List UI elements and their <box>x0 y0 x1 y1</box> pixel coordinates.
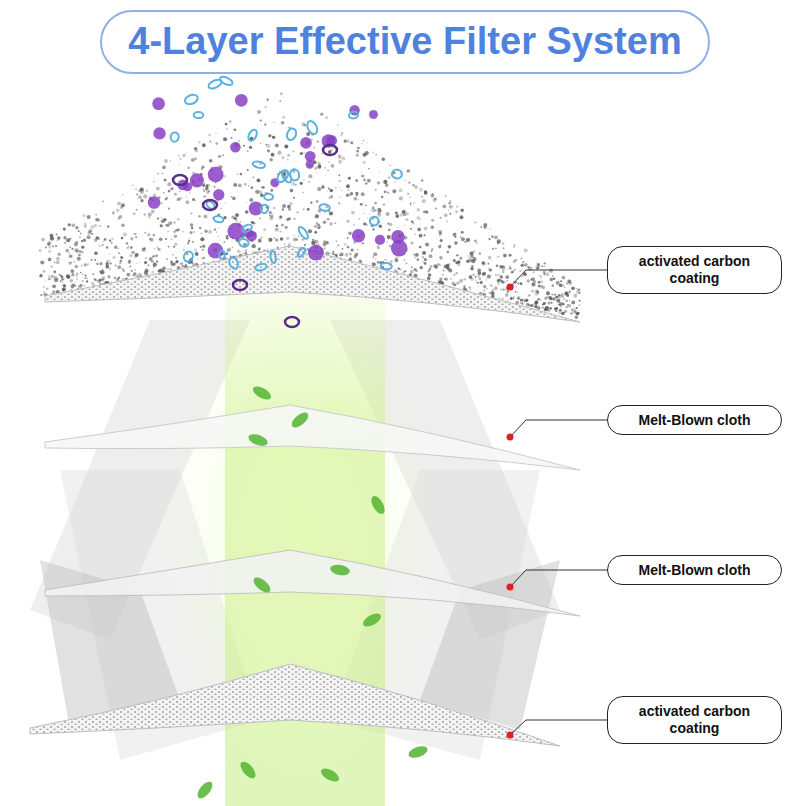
callout-label: Melt-Blown cloth <box>620 562 769 579</box>
title-box: 4-Layer Effective Filter System <box>100 10 709 74</box>
callout-box: activated carbon coating <box>607 696 782 744</box>
leaves <box>195 384 429 801</box>
filter-layer <box>45 550 580 616</box>
leader-lines <box>510 270 607 735</box>
callout-label: activated carbon coating <box>620 703 769 737</box>
particles <box>148 75 408 327</box>
title-text: 4-Layer Effective Filter System <box>128 18 681 66</box>
callout-label: Melt-Blown cloth <box>620 412 769 429</box>
callout-box: activated carbon coating <box>607 246 782 294</box>
red-dots <box>507 284 514 739</box>
filter-layer <box>45 405 580 470</box>
callout-box: Melt-Blown cloth <box>607 405 782 436</box>
callout-box: Melt-Blown cloth <box>607 555 782 586</box>
filter-layer <box>30 664 560 746</box>
callout-label: activated carbon coating <box>620 253 769 287</box>
